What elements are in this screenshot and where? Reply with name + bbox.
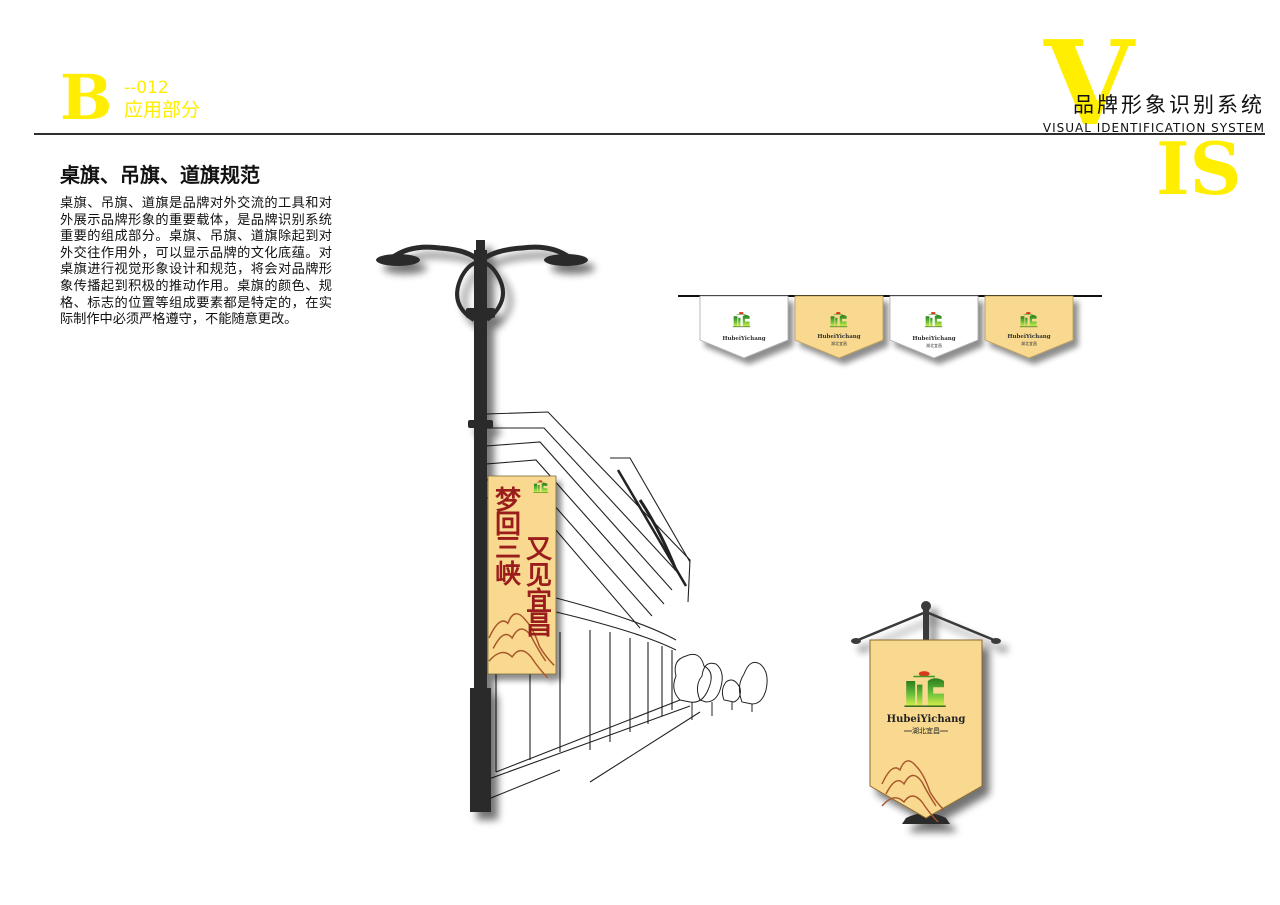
- slogan-char: 宜: [526, 586, 552, 617]
- vis-letter-v: V: [1043, 16, 1136, 152]
- desk-flag-logo-tagline: 湖北宜昌: [912, 726, 940, 735]
- slogan-char: 梦: [495, 486, 522, 516]
- desk-flag-logo-name: HubeiYichang: [887, 714, 966, 725]
- section-letter: B: [60, 61, 112, 134]
- hanging-flag-white: HubeiYichang: [699, 295, 789, 359]
- street-scene-illustration: [485, 411, 768, 801]
- slogan-char: 峡: [495, 560, 522, 590]
- brand-system-subtitle: VISUAL IDENTIFICATION SYSTEM: [1043, 121, 1265, 135]
- flag-logo-name: HubeiYichang: [722, 336, 765, 342]
- hanging-flag-cream: HubeiYichang 湖北宜昌: [794, 295, 884, 359]
- vis-mark: V IS 品牌形象识别系统 VISUAL IDENTIFICATION SYST…: [1043, 16, 1265, 211]
- desk-flag: HubeiYichang 湖北宜昌: [851, 601, 1001, 824]
- flag-logo-tagline: 湖北宜昌: [1021, 340, 1037, 346]
- flag-logo-tagline: 湖北宜昌: [831, 340, 847, 346]
- section-header: B --012 应用部分: [60, 61, 200, 134]
- vis-letter-is: IS: [1156, 126, 1242, 211]
- banner-slogan: 梦 回 三 峡 又 见 宜 昌: [495, 486, 553, 641]
- section-title: 应用部分: [124, 99, 200, 121]
- tree-cluster: [673, 653, 768, 720]
- slogan-char: 又: [526, 535, 553, 565]
- slogan-char: 见: [526, 561, 552, 591]
- hanging-flag-white: HubeiYichang 湖北宜昌: [889, 295, 979, 359]
- flag-logo-name: HubeiYichang: [1007, 334, 1050, 340]
- slogan-char: 三: [495, 534, 521, 564]
- brand-system-title: 品牌形象识别系统: [1073, 93, 1265, 117]
- flag-logo-name: HubeiYichang: [912, 336, 955, 342]
- slogan-char: 昌: [526, 611, 552, 641]
- intro-paragraph: 桌旗、吊旗、道旗是品牌对外交流的工具和对外展示品牌形象的重要载体，是品牌识别系统…: [60, 196, 332, 328]
- page-number: --012: [124, 78, 169, 98]
- slogan-char: 回: [495, 510, 521, 540]
- street-banner: 梦 回 三 峡 又 见 宜 昌: [487, 475, 557, 679]
- hanging-flag-cream: HubeiYichang 湖北宜昌: [984, 295, 1074, 359]
- flag-logo-name: HubeiYichang: [817, 334, 860, 340]
- page-heading: 桌旗、吊旗、道旗规范: [60, 163, 260, 187]
- hanging-flags: HubeiYichang HubeiYichang 湖北宜昌 HubeiYich…: [678, 295, 1102, 359]
- flag-logo-tagline: 湖北宜昌: [926, 342, 942, 348]
- street-light-pole: [376, 240, 588, 812]
